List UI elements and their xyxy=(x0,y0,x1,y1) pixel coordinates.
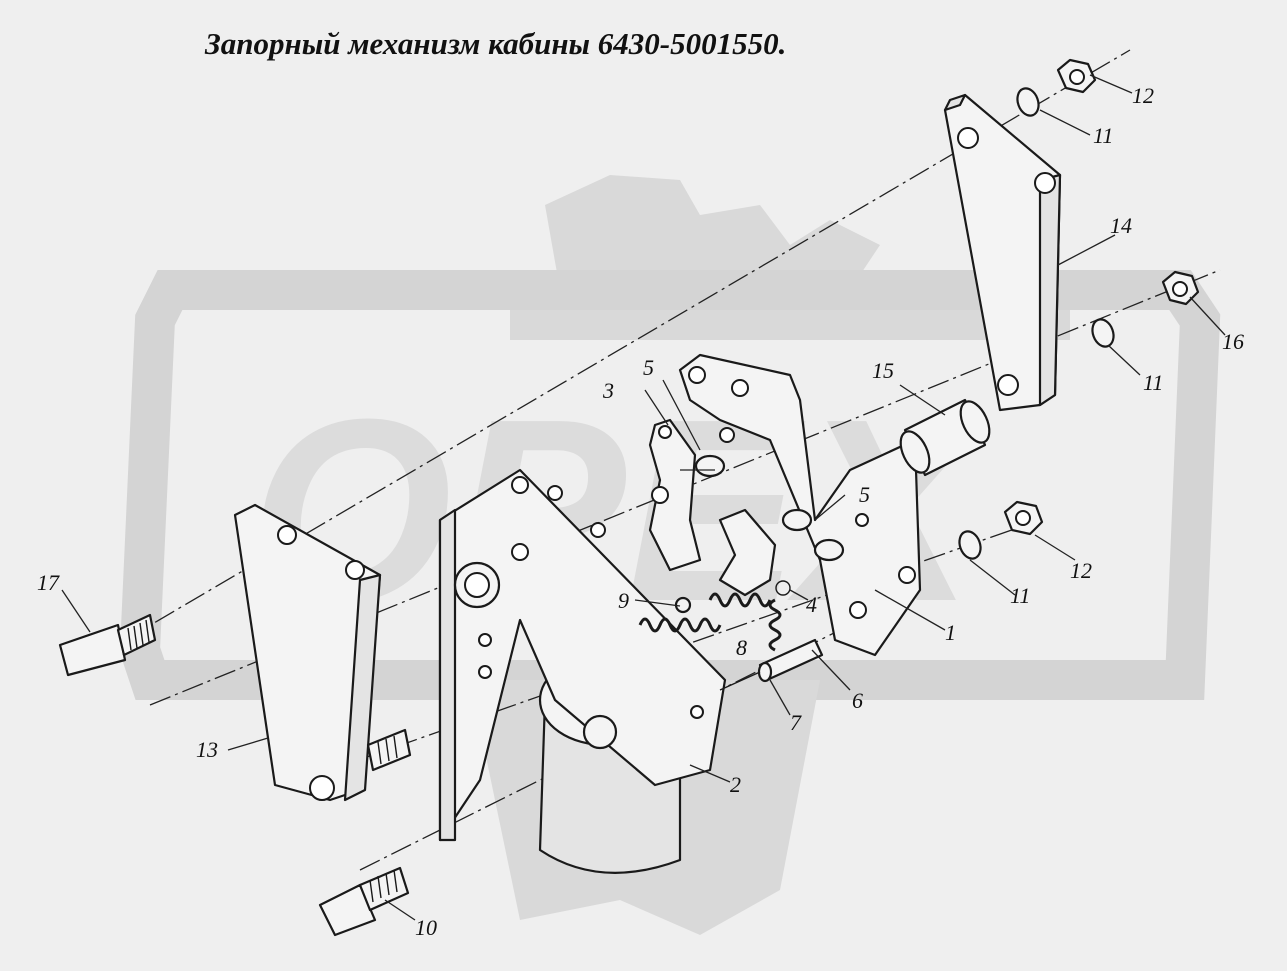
bushings xyxy=(694,454,845,562)
sleeve xyxy=(899,398,991,477)
nut-16 xyxy=(1161,270,1200,306)
leader-lines xyxy=(61,74,1226,921)
bolt-10 xyxy=(318,866,410,937)
callout-9: 9 xyxy=(618,588,629,613)
callout-6: 6 xyxy=(852,688,863,713)
callout-5-upper: 5 xyxy=(643,355,654,380)
callout-15: 15 xyxy=(872,358,894,383)
spring-washers xyxy=(958,87,1115,560)
right-bracket xyxy=(943,93,1062,412)
callout-5-lower: 5 xyxy=(859,482,870,507)
callout-11-lower: 11 xyxy=(1010,583,1030,608)
main-bracket xyxy=(438,468,727,874)
callout-7: 7 xyxy=(790,710,802,735)
callout-10: 10 xyxy=(415,915,437,940)
callout-8: 8 xyxy=(736,635,747,660)
springs xyxy=(638,580,791,652)
washer-9 xyxy=(674,596,692,614)
lock-hook xyxy=(648,418,777,597)
callout-17: 17 xyxy=(37,570,60,595)
callout-11-upper: 11 xyxy=(1093,123,1113,148)
nut-12-lower xyxy=(1003,500,1044,536)
diagram-title: Запорный механизм кабины 6430-5001550. xyxy=(205,26,787,61)
callout-11-middle: 11 xyxy=(1143,370,1163,395)
pin xyxy=(719,638,824,691)
callout-3: 3 xyxy=(602,378,614,403)
callout-13: 13 xyxy=(196,737,218,762)
nut-12-upper xyxy=(1056,58,1097,94)
callout-4: 4 xyxy=(806,592,817,617)
callout-12-lower: 12 xyxy=(1070,558,1092,583)
bolt-13-thread xyxy=(366,728,412,772)
callout-labels: 1 2 3 4 5 5 6 7 8 9 10 11 11 11 12 12 13… xyxy=(37,83,1244,940)
base-plate xyxy=(678,353,922,657)
bolt-17 xyxy=(58,613,157,677)
callout-2: 2 xyxy=(730,772,741,797)
left-bracket xyxy=(233,503,382,802)
callout-1: 1 xyxy=(945,620,956,645)
callout-12-upper: 12 xyxy=(1132,83,1154,108)
callout-16: 16 xyxy=(1222,329,1244,354)
callout-14: 14 xyxy=(1110,213,1132,238)
